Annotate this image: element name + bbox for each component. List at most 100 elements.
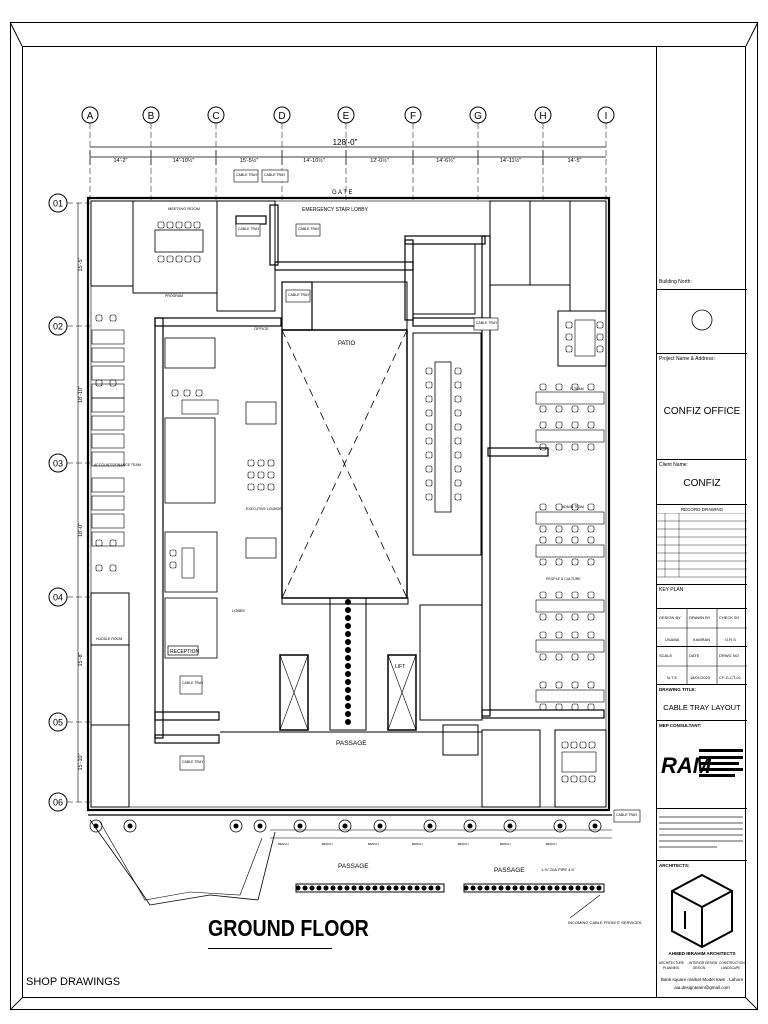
grid-bubble-D: D	[273, 106, 291, 124]
chair	[587, 443, 595, 451]
client-box: Client Name: CONFIZ	[657, 459, 747, 511]
chair	[587, 383, 595, 391]
chair	[587, 503, 595, 511]
chair	[571, 421, 579, 429]
chair	[95, 539, 103, 547]
row-dimension: 15'-8"	[78, 652, 84, 666]
key-plan-label: KEY PLAN	[659, 587, 684, 593]
chair	[579, 775, 587, 783]
building-north-label: Building North:	[659, 279, 692, 285]
chair	[157, 255, 165, 263]
credits-box: DESIGN BY DRAWN BY CHECK BY USAMA KAMRAN…	[657, 608, 747, 647]
chair	[587, 703, 595, 711]
chair	[587, 631, 595, 639]
svg-text:E: E	[343, 111, 350, 122]
hedge-icon	[463, 885, 469, 891]
chair	[267, 459, 275, 467]
chair	[587, 525, 595, 533]
plant-icon	[123, 819, 137, 833]
chair	[425, 465, 433, 473]
chair	[109, 314, 117, 322]
desk	[91, 397, 125, 413]
chair	[555, 591, 563, 599]
grid-bubble-02: 02	[48, 316, 68, 336]
chair	[247, 459, 255, 467]
chair	[571, 681, 579, 689]
chair	[539, 681, 547, 689]
chair	[588, 741, 596, 749]
desk	[535, 599, 605, 613]
plant-icon	[463, 819, 477, 833]
grid-bubble-B: B	[142, 106, 160, 124]
hedge-icon	[589, 885, 595, 891]
chair	[425, 451, 433, 459]
planters	[89, 599, 602, 891]
desk	[91, 477, 125, 493]
chair	[425, 493, 433, 501]
grid-lines	[67, 123, 607, 803]
chair	[247, 471, 255, 479]
project-name: CONFIZ OFFICE	[663, 406, 741, 417]
chair	[555, 405, 563, 413]
client-name: CONFIZ	[683, 478, 721, 489]
grid-bubble-H: H	[534, 106, 552, 124]
hedge-icon	[561, 885, 567, 891]
chair	[175, 221, 183, 229]
chair	[565, 345, 573, 353]
chair	[454, 367, 462, 375]
chair	[539, 443, 547, 451]
executive-label: EXECUTIVE LOUNGE	[246, 507, 282, 511]
reception-label: RECEPTION	[170, 649, 200, 655]
svg-text:BENCH: BENCH	[322, 842, 333, 846]
grid-bubble-05: 05	[48, 712, 68, 732]
hedge-icon	[428, 885, 434, 891]
building-outline	[86, 196, 612, 906]
chair	[555, 525, 563, 533]
chair	[539, 558, 547, 566]
chair	[555, 421, 563, 429]
chair	[539, 591, 547, 599]
chair	[184, 255, 192, 263]
chair	[95, 314, 103, 322]
chair	[195, 389, 203, 397]
hedge-icon	[309, 885, 315, 891]
date-label: DATE	[689, 653, 700, 658]
chair	[565, 321, 573, 329]
chair	[555, 443, 563, 451]
planter-icon	[345, 631, 351, 637]
record-drawing-box: RECORD DRAWING	[657, 504, 747, 584]
planter-icon	[345, 695, 351, 701]
firm-name: AHMED IBRAHIM ARCHITECTS	[668, 951, 736, 956]
plant-icon	[253, 819, 267, 833]
desk	[91, 415, 125, 431]
chair	[425, 479, 433, 487]
planter-icon	[345, 615, 351, 621]
plant-icon	[423, 819, 437, 833]
mep-label: MEP CONSULTANT:	[659, 723, 702, 728]
hedge-icon	[379, 885, 385, 891]
chair	[184, 221, 192, 229]
gate-label: G A T E	[332, 190, 352, 196]
col-dimension: 14'-11½"	[500, 157, 521, 164]
svg-text:B: B	[148, 111, 155, 122]
chair	[257, 483, 265, 491]
drawing-title-underline	[208, 948, 332, 949]
hedge-icon	[372, 885, 378, 891]
svg-text:I: I	[605, 111, 608, 122]
chair	[539, 536, 547, 544]
shop-drawings-label: SHOP DRAWINGS	[26, 976, 121, 988]
chair	[454, 479, 462, 487]
chair	[555, 631, 563, 639]
chair	[571, 383, 579, 391]
plant-icon	[338, 819, 352, 833]
chair	[539, 613, 547, 621]
svg-text:CABLE TRAY: CABLE TRAY	[264, 173, 286, 177]
desk	[535, 689, 605, 703]
row-dimension: 18'-10"	[78, 386, 84, 403]
col-dimension: 15'-5½"	[240, 157, 259, 164]
planter-icon	[345, 647, 351, 653]
col-dimension: 12'-0½"	[370, 157, 389, 164]
architect-logo	[671, 873, 733, 949]
